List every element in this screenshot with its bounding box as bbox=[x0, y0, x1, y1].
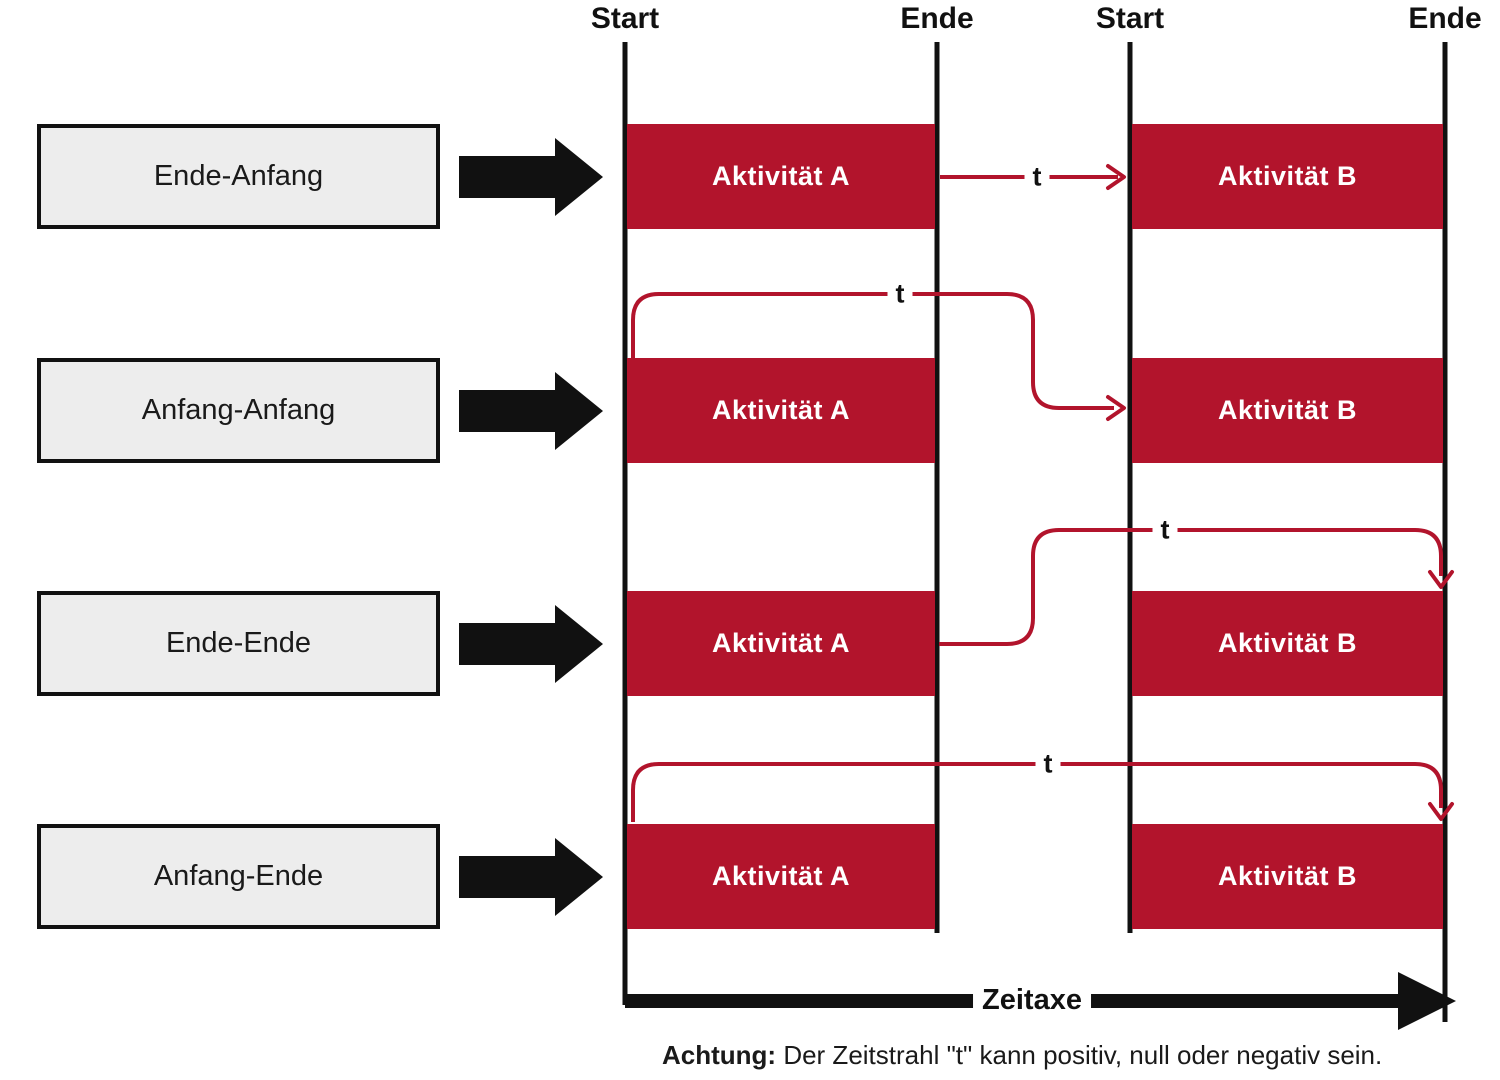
activity-a-bar-row2: Aktivität A bbox=[627, 358, 935, 463]
time-axis-label: Zeitaxe bbox=[973, 984, 1091, 1017]
activity-a-bar-row1: Aktivität A bbox=[627, 124, 935, 229]
lag-label-row3: t bbox=[1152, 516, 1178, 544]
footnote: Achtung: Der Zeitstrahl "t" kann positiv… bbox=[662, 1040, 1382, 1071]
col-label-start-a: Start bbox=[590, 2, 660, 35]
lag-label-row2: t bbox=[887, 280, 913, 308]
dependency-connector-ende-ende bbox=[939, 528, 1443, 646]
footnote-prefix: Achtung: bbox=[662, 1040, 777, 1070]
type-box-ende-anfang: Ende-Anfang bbox=[37, 124, 440, 229]
lag-label-row1: t bbox=[1024, 163, 1050, 191]
arrowhead-right-icon-row1 bbox=[1106, 164, 1126, 190]
activity-a-bar-row4: Aktivität A bbox=[627, 824, 935, 929]
footnote-text: Der Zeitstrahl "t" kann positiv, null od… bbox=[776, 1040, 1383, 1070]
activity-b-bar-row3: Aktivität B bbox=[1132, 591, 1443, 696]
activity-b-bar-row2: Aktivität B bbox=[1132, 358, 1443, 463]
lag-label-row4: t bbox=[1035, 750, 1061, 778]
dependency-connector-anfang-anfang bbox=[631, 292, 1114, 410]
type-box-anfang-ende: Anfang-Ende bbox=[37, 824, 440, 929]
activity-a-bar-row3: Aktivität A bbox=[627, 591, 935, 696]
activity-b-bar-row1: Aktivität B bbox=[1132, 124, 1443, 229]
time-axis-arrowhead-icon bbox=[1398, 972, 1456, 1030]
flow-arrow-icon-row3 bbox=[459, 605, 603, 683]
arrowhead-down-icon-row3 bbox=[1428, 570, 1454, 589]
flow-arrow-icon-row4 bbox=[459, 838, 603, 916]
col-label-start-b: Start bbox=[1095, 2, 1165, 35]
col-label-ende-b: Ende bbox=[1408, 2, 1482, 35]
arrowhead-right-icon-row2 bbox=[1106, 395, 1126, 421]
arrowhead-down-icon-row4 bbox=[1428, 802, 1454, 821]
activity-b-bar-row4: Aktivität B bbox=[1132, 824, 1443, 929]
col-label-ende-a: Ende bbox=[900, 2, 974, 35]
type-box-ende-ende: Ende-Ende bbox=[37, 591, 440, 696]
flow-arrow-icon-row2 bbox=[459, 372, 603, 450]
type-box-anfang-anfang: Anfang-Anfang bbox=[37, 358, 440, 463]
flow-arrow-icon-row1 bbox=[459, 138, 603, 216]
